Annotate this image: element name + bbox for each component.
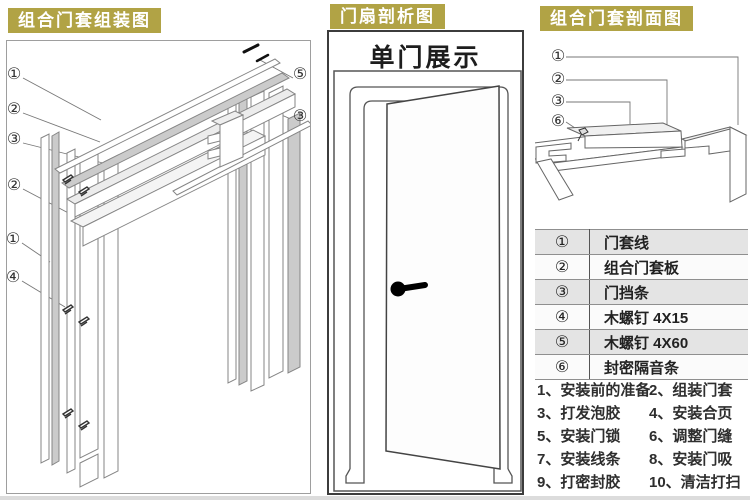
section-callout-6: ⑥ bbox=[550, 113, 566, 130]
table-row: ⑥ 封密隔音条 bbox=[535, 354, 748, 380]
section-panel-title: 组合门套剖面图 bbox=[540, 6, 693, 31]
door-handle bbox=[390, 281, 428, 297]
section-callout-1: ① bbox=[550, 48, 566, 65]
wood-screw-symbols bbox=[61, 174, 91, 431]
callout-4: ④ bbox=[5, 269, 21, 286]
assembly-panel-title: 组合门套组装图 bbox=[8, 8, 161, 33]
door-panel-subtitle: 单门展示 bbox=[369, 44, 482, 72]
door-panel: 单门展示 bbox=[327, 30, 524, 495]
step-item: 1、安装前的准备 bbox=[537, 382, 651, 399]
corner-connector bbox=[207, 110, 245, 168]
table-row: ② 组合门套板 bbox=[535, 254, 748, 280]
door-panel-title: 门扇剖析图 bbox=[330, 4, 445, 29]
assembly-panel bbox=[6, 40, 311, 494]
callout-3: ③ bbox=[6, 131, 22, 148]
door-leaf bbox=[385, 85, 501, 470]
callout-2: ② bbox=[6, 101, 22, 118]
single-door-drawing bbox=[333, 70, 522, 492]
table-row: ④ 木螺钉 4X15 bbox=[535, 304, 748, 330]
step-item: 9、打密封胶 bbox=[537, 474, 621, 491]
step-item: 7、安装线条 bbox=[537, 451, 621, 468]
callout-2b: ② bbox=[6, 177, 22, 194]
section-callout-3: ③ bbox=[550, 93, 566, 110]
callout-1b: ① bbox=[5, 231, 21, 248]
step-item: 6、调整门缝 bbox=[649, 428, 733, 445]
section-drawing bbox=[535, 56, 748, 203]
step-item: 10、清洁打扫 bbox=[649, 474, 741, 491]
section-leader-lines bbox=[565, 56, 739, 133]
installation-steps: 1、安装前的准备 2、组装门套 3、打发泡胶 4、安装合页 5、安装门锁 6、调… bbox=[537, 381, 749, 492]
step-item: 8、安装门吸 bbox=[649, 451, 733, 468]
step-item: 4、安装合页 bbox=[649, 405, 733, 422]
wall-opening-outline bbox=[333, 70, 522, 492]
screw-marks bbox=[242, 43, 270, 63]
section-shapes bbox=[535, 122, 748, 203]
step-item: 5、安装门锁 bbox=[537, 428, 621, 445]
table-row: ③ 门挡条 bbox=[535, 279, 748, 305]
seal-strip-symbol bbox=[577, 127, 589, 142]
assembly-exploded-drawing bbox=[21, 43, 310, 488]
section-callout-2: ② bbox=[550, 71, 566, 88]
callout-1: ① bbox=[6, 66, 22, 83]
table-row: ⑤ 木螺钉 4X60 bbox=[535, 329, 748, 355]
bottom-edge-strip bbox=[0, 496, 750, 500]
parts-table: ① 门套线 ② 组合门套板 ③ 门挡条 ④ 木螺钉 4X15 ⑤ 木螺钉 4X6… bbox=[535, 229, 748, 380]
step-item: 2、组装门套 bbox=[649, 382, 733, 399]
table-row: ① 门套线 bbox=[535, 229, 748, 255]
callout-3b: ③ bbox=[292, 108, 308, 125]
step-item: 3、打发泡胶 bbox=[537, 405, 621, 422]
callout-5: ⑤ bbox=[292, 66, 308, 83]
